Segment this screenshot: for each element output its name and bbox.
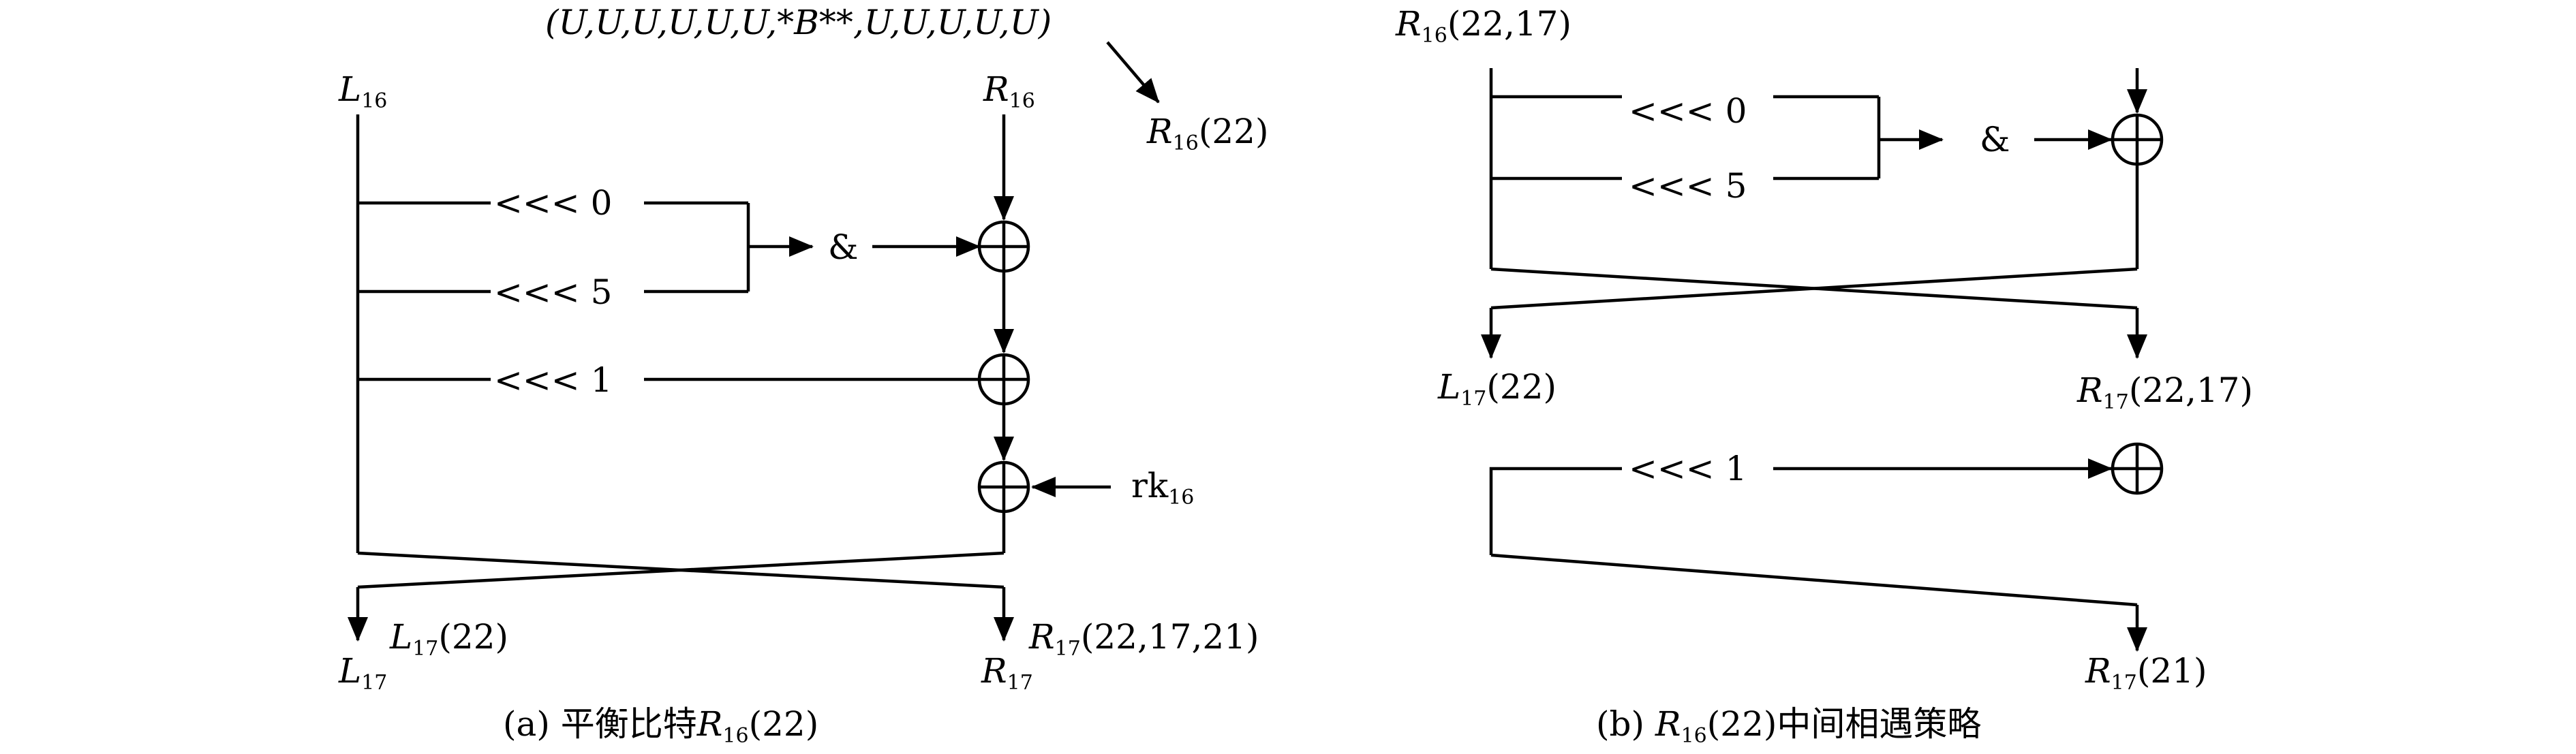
top-input-label: R16(22,17) [1395, 4, 1571, 48]
panel-b: R16(22,17) <<< 0 <<< 5 & L17(22) R17(22,… [1395, 4, 2253, 748]
b-and-op: & [1980, 120, 2010, 159]
panel-a: (U,U,U,U,U,U,*B**,U,U,U,U,U) R16(22) L16… [338, 3, 1268, 748]
rot0-op: <<< 0 [494, 183, 612, 223]
pattern-arrow [1106, 41, 1160, 104]
l17-label: L17 [338, 651, 387, 695]
caption-a: (a) 平衡比特R16(22) [503, 704, 818, 748]
bit-pattern-label: (U,U,U,U,U,U,*B**,U,U,U,U,U) [545, 3, 1052, 42]
l17-22-label: L17(22) [389, 617, 508, 661]
rot5-op: <<< 5 [494, 272, 612, 312]
right-input-label: R16 [983, 69, 1035, 113]
b-swap-right-to-left [1490, 267, 2138, 310]
swap-right-to-left [357, 551, 1005, 589]
round-key-label: rk16 [1131, 466, 1194, 509]
b-l17-22-label: L17(22) [1437, 367, 1557, 411]
r17-22-17-21-label: R17(22,17,21) [1028, 617, 1259, 661]
b-rot1-op: <<< 1 [1629, 449, 1747, 488]
b-r17-22-17-label: R17(22,17) [2076, 371, 2253, 414]
r17-label: R17 [981, 651, 1033, 695]
b-rot5-op: <<< 5 [1629, 166, 1747, 206]
and-op: & [828, 227, 859, 267]
b-rot0-op: <<< 0 [1629, 91, 1747, 131]
b-rot1-path [1489, 467, 1622, 555]
caption-b: (b) R16(22)中间相遇策略 [1596, 704, 1981, 748]
b-diag-to-r17 [1490, 553, 2138, 607]
left-input-label: L16 [338, 69, 387, 113]
rot1-op: <<< 1 [494, 360, 612, 400]
b-r17-21-label: R17(21) [2085, 651, 2207, 695]
target-label: R16(22) [1146, 112, 1268, 155]
